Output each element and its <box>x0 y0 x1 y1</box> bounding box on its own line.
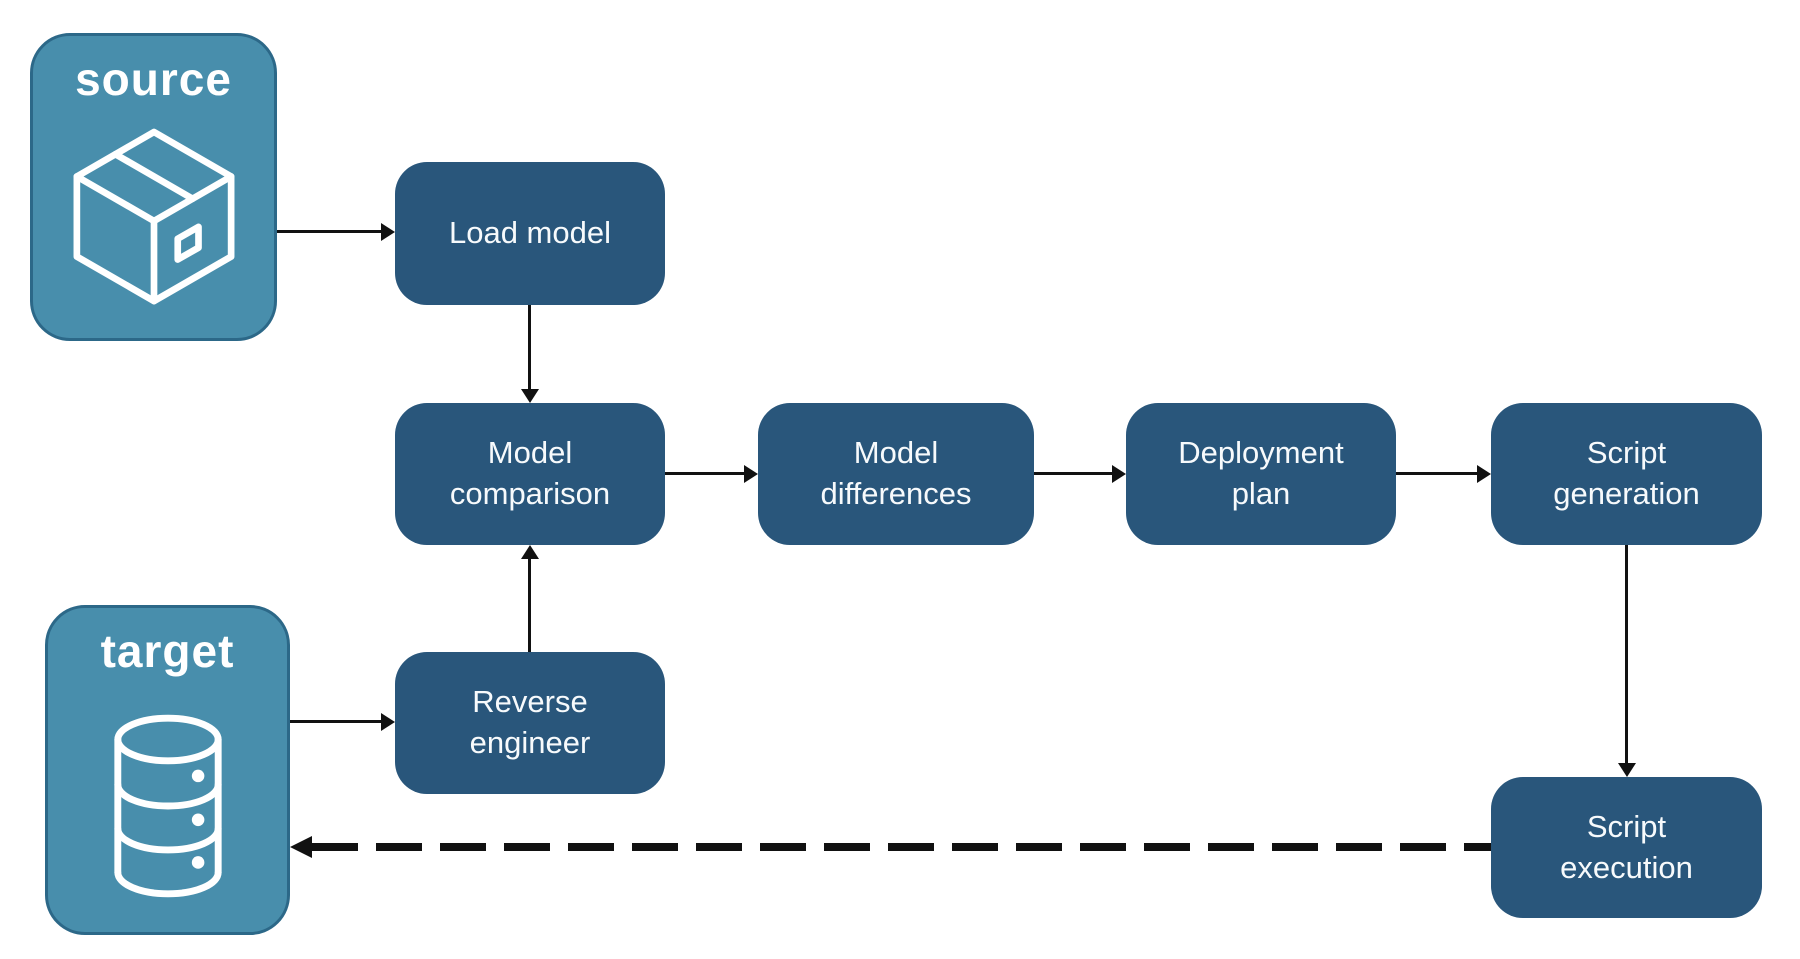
arrow-load-model-to-model-comparison <box>520 305 539 403</box>
node-script-execution: Script execution <box>1491 777 1762 918</box>
arrow-reverse-engineer-to-model-comparison <box>520 545 539 652</box>
source-container: source <box>30 33 277 341</box>
node-script-generation: Script generation <box>1491 403 1762 545</box>
arrow-script-generation-to-script-execution <box>1617 545 1636 777</box>
node-label: Deployment plan <box>1178 435 1344 511</box>
node-reverse-engineer: Reverse engineer <box>395 652 665 794</box>
node-label: Script execution <box>1560 808 1693 885</box>
database-icon <box>113 714 222 898</box>
arrow-model-differences-to-deployment-plan <box>1034 464 1126 483</box>
node-deployment-plan: Deployment plan <box>1126 403 1396 545</box>
node-label: Model differences <box>820 435 972 511</box>
arrow-target-to-reverse-engineer <box>290 712 395 731</box>
arrow-script-execution-to-target-dashed <box>290 836 1491 858</box>
source-label: source <box>75 53 232 105</box>
target-container: target <box>45 605 290 935</box>
arrow-source-to-load-model <box>277 222 395 241</box>
target-label: target <box>100 625 235 677</box>
node-label: Load model <box>448 215 611 251</box>
node-label: Reverse engineer <box>469 684 591 760</box>
arrow-deployment-plan-to-script-generation <box>1396 464 1491 483</box>
node-label: Model comparison <box>449 435 611 511</box>
package-icon <box>73 128 234 305</box>
node-load-model: Load model <box>395 162 665 305</box>
node-label: Script generation <box>1553 435 1700 511</box>
node-model-comparison: Model comparison <box>395 403 665 545</box>
arrow-model-comparison-to-model-differences <box>665 464 758 483</box>
node-model-differences: Model differences <box>758 403 1034 545</box>
